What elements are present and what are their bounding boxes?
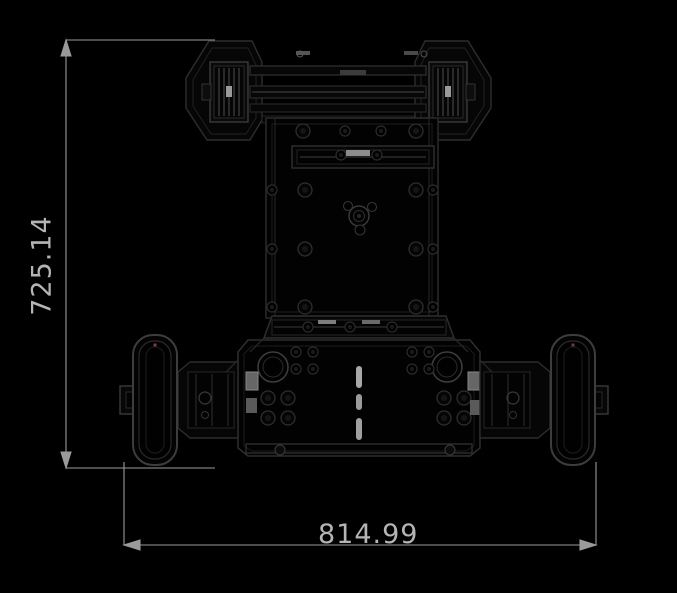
suspension-linkages	[225, 337, 493, 373]
center-slots	[356, 366, 362, 440]
lower-chassis-body	[237, 339, 481, 457]
left-suspension-tower	[185, 40, 263, 141]
motor-mount-left	[257, 351, 289, 383]
horizontal-dimension-value: 814.99	[318, 519, 419, 550]
central-hub	[342, 200, 378, 236]
horizontal-dimension-line	[122, 462, 598, 551]
vertical-dimension-value: 725.14	[26, 215, 58, 316]
vertical-dimension-line	[60, 38, 215, 470]
left-wheel	[132, 334, 178, 466]
right-wheel	[550, 334, 596, 466]
front-cross-rail	[263, 315, 455, 339]
right-suspension-tower	[414, 40, 492, 141]
right-axle-assembly	[479, 361, 609, 439]
main-chassis-plate	[265, 117, 439, 319]
